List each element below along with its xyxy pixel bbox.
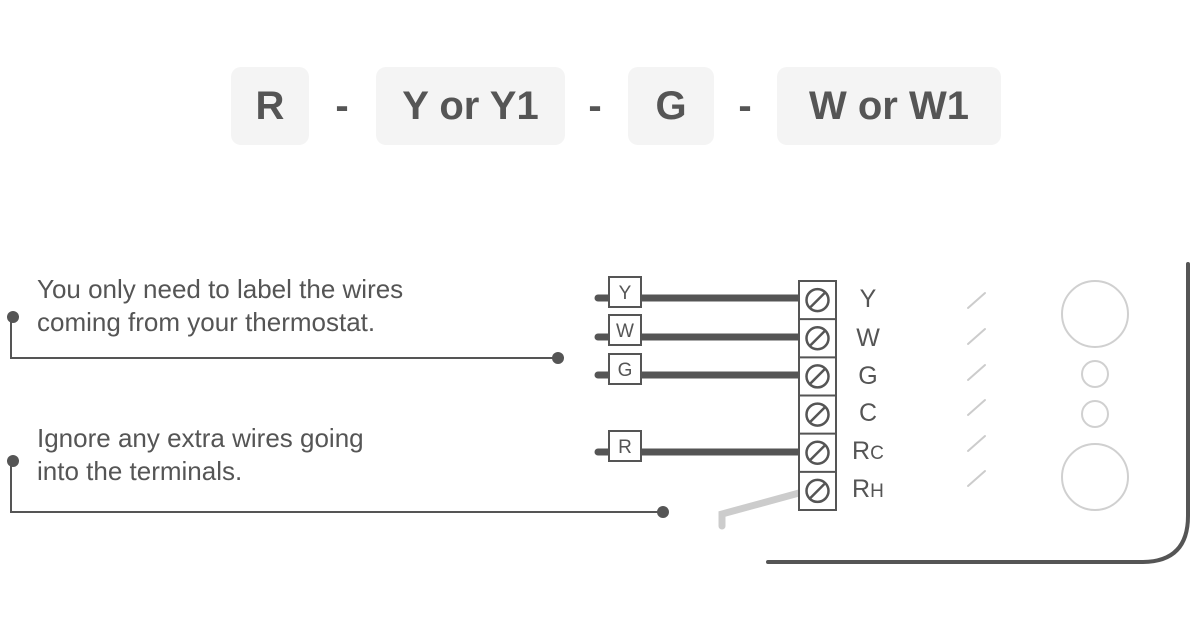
mounting-hole-large: [1061, 280, 1129, 348]
callout-dot: [7, 311, 19, 323]
terminal-screw-icon: [805, 364, 830, 389]
separator-dash: -: [738, 83, 752, 128]
callout-ignore-extra: [10, 458, 663, 513]
wire-tag-g-label: G: [618, 360, 633, 381]
chip-g: G: [628, 67, 714, 145]
wire-tag-y-label: Y: [619, 283, 632, 304]
terminal-screw-icon: [805, 402, 830, 427]
terminal-block: [798, 280, 837, 511]
callout-dot: [657, 506, 669, 518]
separator-dash: -: [335, 83, 349, 128]
terminal-label-rc: RC: [852, 437, 884, 465]
terminal-screw-icon: [805, 478, 830, 504]
wire-tag-g: G: [608, 353, 642, 385]
wire-tag-r: R: [608, 430, 642, 462]
note-label-wires-line2: coming from your thermostat.: [37, 307, 376, 337]
wire-tag-y: Y: [608, 276, 642, 308]
wire-tag-w-label: W: [616, 321, 634, 342]
terminal-label-rh: RH: [852, 475, 884, 503]
terminal-label-g: G: [858, 362, 877, 390]
wire-tag-w: W: [608, 314, 642, 346]
thermostat-base-outline: [766, 262, 1190, 564]
mounting-hole-large: [1061, 443, 1129, 511]
note-ignore-extra-line2: into the terminals.: [37, 456, 243, 486]
callout-dot: [552, 352, 564, 364]
note-ignore-extra: Ignore any extra wires going into the te…: [37, 422, 364, 488]
terminal-label-w: W: [856, 324, 880, 352]
chip-r: R: [231, 67, 309, 145]
chip-y-or-y1: Y or Y1: [376, 67, 565, 145]
wire-tag-r-label: R: [618, 437, 632, 458]
terminal-label-c: C: [859, 399, 877, 427]
callout-label-wires: [10, 312, 558, 359]
mounting-hole-small: [1081, 360, 1109, 388]
terminal-slash-marks: [967, 292, 986, 487]
terminal-screw-icon: [805, 287, 830, 313]
note-label-wires-line1: You only need to label the wires: [37, 274, 404, 304]
separator-dash: -: [588, 83, 602, 128]
note-ignore-extra-line1: Ignore any extra wires going: [37, 423, 364, 453]
chip-w-or-w1: W or W1: [777, 67, 1001, 145]
terminal-labels: Y W G C RC RH: [852, 285, 884, 503]
terminal-label-y: Y: [860, 285, 877, 313]
note-label-wires: You only need to label the wires coming …: [37, 273, 403, 339]
mounting-hole-small: [1081, 400, 1109, 428]
wire-extra: [718, 486, 814, 530]
mounting-circles: [1061, 280, 1129, 511]
terminal-screw-icon: [805, 326, 830, 351]
callout-dot: [7, 455, 19, 467]
terminal-screw-icon: [805, 440, 830, 465]
